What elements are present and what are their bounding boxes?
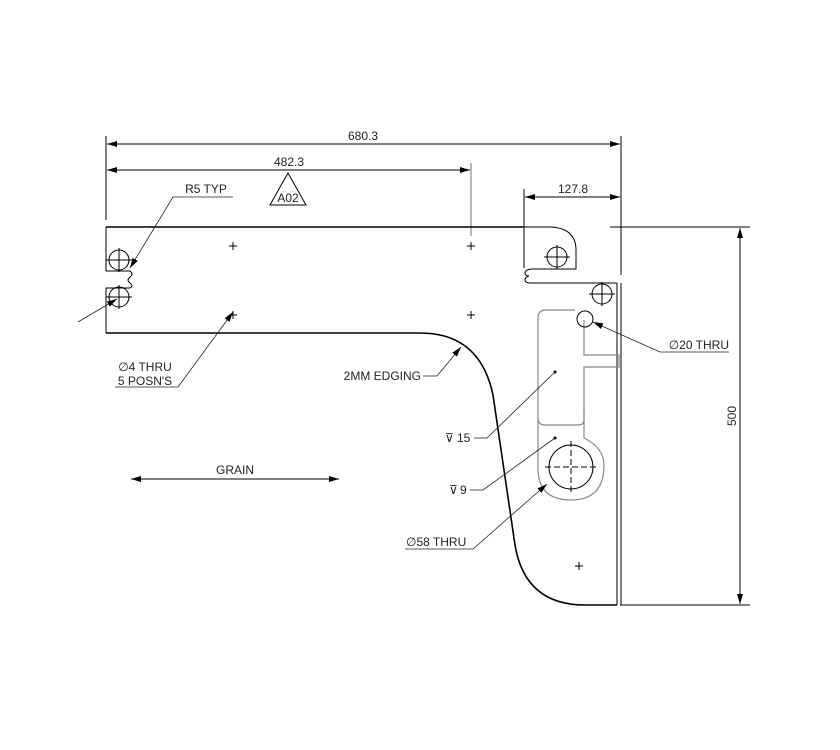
dimension-label-overall: 680.3 <box>348 129 378 143</box>
leader-edging: 2MM EDGING <box>344 346 462 383</box>
small-hole-markers <box>229 242 583 570</box>
dimension-return: 127.8 <box>523 182 620 268</box>
hole-bottom-left <box>106 285 132 309</box>
leader-20-thru: ∅20 THRU <box>592 321 729 353</box>
hole-58-thru <box>545 441 597 493</box>
leader-r5: R5 TYP <box>129 182 233 269</box>
dimension-label-inner: 482.3 <box>274 155 304 169</box>
label-20-thru: ∅20 THRU <box>669 338 729 352</box>
dimension-height: 500 <box>610 226 750 606</box>
slot-cutout <box>537 309 620 501</box>
label-depth-9: 9 <box>460 483 467 497</box>
label-depth-15: 15 <box>457 431 471 445</box>
depth-symbol-icon: ⊽ <box>445 431 454 445</box>
label-5-posns: 5 POSN'S <box>118 374 172 388</box>
small-hole <box>467 311 475 319</box>
hole-right-top <box>589 282 615 306</box>
revision-triangle: A02 <box>269 171 307 206</box>
label-4-thru: ∅4 THRU <box>118 360 172 374</box>
small-hole <box>467 242 475 250</box>
dimension-overall-width: 680.3 <box>105 129 622 275</box>
dimension-inner-width: 482.3 <box>107 155 472 236</box>
label-58-thru: ∅58 THRU <box>406 535 466 549</box>
grain-direction: GRAIN <box>131 463 339 482</box>
label-r5-typ: R5 TYP <box>185 182 227 196</box>
return-piece <box>524 226 617 284</box>
label-grain: GRAIN <box>216 463 254 477</box>
small-hole <box>575 562 583 570</box>
leader-depth-15: ⊽ 15 <box>445 371 556 445</box>
right-edge <box>616 283 622 605</box>
hole-return <box>544 245 570 269</box>
hole-top-left <box>106 248 132 272</box>
top-panel <box>105 226 617 606</box>
leader-58-thru: ∅58 THRU <box>405 483 548 550</box>
revision-label: A02 <box>277 191 299 205</box>
small-hole <box>229 242 237 250</box>
leader-4-thru: ∅4 THRU 5 POSN'S <box>115 311 234 388</box>
depth-symbol-icon: ⊽ <box>449 483 458 497</box>
dimension-label-return: 127.8 <box>558 182 588 196</box>
hole-20-thru <box>576 310 594 328</box>
label-2mm-edging: 2MM EDGING <box>344 369 421 383</box>
leader-depth-9: ⊽ 9 <box>449 437 556 497</box>
dimension-label-height: 500 <box>725 406 739 426</box>
leader-left-hole <box>77 298 118 323</box>
